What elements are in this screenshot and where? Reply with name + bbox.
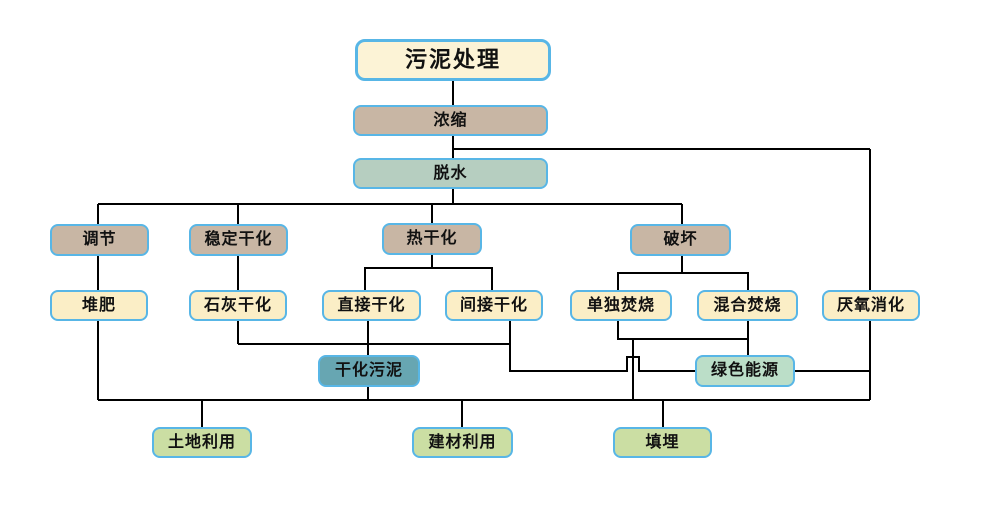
node-destruction: 破坏 bbox=[630, 224, 731, 256]
node-land-use: 土地利用 bbox=[152, 427, 252, 458]
node-conditioning: 调节 bbox=[50, 224, 149, 256]
node-mono-incineration: 单独焚烧 bbox=[570, 290, 672, 321]
node-thickening: 浓缩 bbox=[353, 105, 548, 136]
node-anaerobic-digestion: 厌氧消化 bbox=[822, 290, 920, 321]
node-stabilization-drying: 稳定干化 bbox=[189, 224, 288, 256]
node-thermal-drying: 热干化 bbox=[382, 223, 482, 255]
node-green-energy: 绿色能源 bbox=[695, 355, 795, 387]
edge-thermal-branch bbox=[364, 267, 493, 290]
node-dewatering: 脱水 bbox=[353, 158, 548, 189]
edge-incineration-join-bus bbox=[617, 321, 748, 340]
node-landfill: 填埋 bbox=[613, 427, 712, 458]
edge-destruction-branch bbox=[617, 272, 749, 290]
node-composting: 堆肥 bbox=[50, 290, 148, 321]
node-indirect-drying: 间接干化 bbox=[445, 290, 543, 321]
node-building-material-use: 建材利用 bbox=[412, 427, 513, 458]
node-lime-drying: 石灰干化 bbox=[189, 290, 287, 321]
node-dried-sludge: 干化污泥 bbox=[318, 355, 420, 387]
node-co-incineration: 混合焚烧 bbox=[697, 290, 798, 321]
edge-indirect-to-green-energy-hop bbox=[509, 321, 695, 372]
node-sludge-treatment: 污泥处理 bbox=[355, 39, 551, 81]
node-direct-drying: 直接干化 bbox=[322, 290, 421, 321]
